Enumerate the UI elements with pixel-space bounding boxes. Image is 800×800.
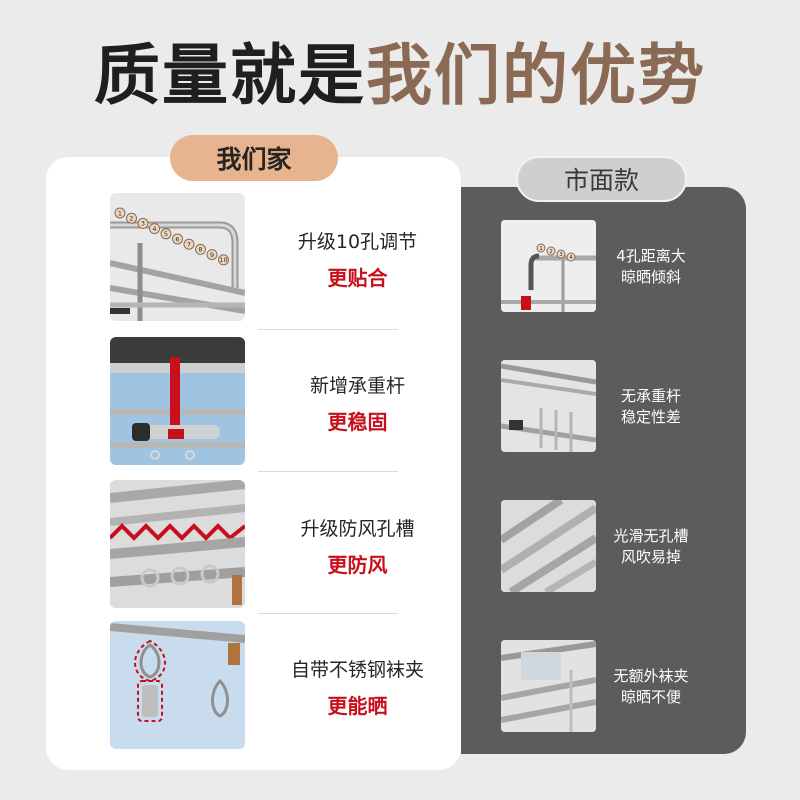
hole-tag bbox=[137, 217, 149, 229]
hole-number: 2 bbox=[549, 249, 552, 255]
ours-row-text: 升级10孔调节 更贴合 bbox=[255, 227, 460, 291]
market-row-text: 4孔距离大 晾晒倾斜 bbox=[605, 246, 697, 288]
hole-number: 4 bbox=[569, 255, 573, 261]
market-tab: 市面款 bbox=[516, 156, 687, 202]
benefit-label: 更稳固 bbox=[327, 410, 388, 434]
hole-number: 3 bbox=[559, 252, 562, 258]
drawback-label: 稳定性差 bbox=[620, 408, 681, 426]
divider bbox=[258, 329, 398, 330]
hole-tag bbox=[126, 212, 137, 224]
ours-row-text: 自带不锈钢袜夹 更能晒 bbox=[255, 655, 460, 719]
smooth-bar-image bbox=[501, 500, 596, 592]
hole-tag bbox=[149, 223, 160, 235]
hole-number: 10 bbox=[219, 256, 227, 264]
four-hole-rack-image: 1 2 3 4 bbox=[501, 220, 596, 312]
feature-label: 升级10孔调节 bbox=[297, 231, 418, 253]
hole-tag bbox=[556, 249, 566, 259]
hole-tag bbox=[218, 254, 229, 266]
drawback-label: 4孔距离大 bbox=[616, 247, 686, 265]
headline-part2: 我们的优势 bbox=[366, 37, 706, 114]
sock-clip-image bbox=[110, 621, 245, 749]
hole-number: 7 bbox=[187, 240, 191, 248]
no-sock-clip-image bbox=[501, 640, 596, 732]
drawback-label: 无额外袜夹 bbox=[613, 667, 689, 685]
feature-label: 新增承重杆 bbox=[309, 375, 405, 397]
hole-number: 4 bbox=[152, 225, 156, 233]
divider bbox=[258, 613, 398, 614]
hole-number: 2 bbox=[129, 214, 133, 222]
hole-tag bbox=[546, 246, 556, 256]
hole-number: 1 bbox=[539, 246, 542, 252]
hole-number: 9 bbox=[210, 251, 214, 259]
support-rod-image bbox=[110, 337, 245, 465]
feature-label: 自带不锈钢袜夹 bbox=[290, 659, 424, 681]
divider bbox=[258, 471, 398, 472]
windproof-groove-image bbox=[110, 480, 245, 608]
hole-tag bbox=[183, 238, 195, 250]
hole-tag bbox=[566, 252, 576, 262]
hole-tag bbox=[160, 228, 172, 240]
benefit-label: 更贴合 bbox=[327, 266, 388, 290]
market-row-text: 无承重杆 稳定性差 bbox=[605, 386, 697, 428]
drawback-label: 风吹易掉 bbox=[620, 548, 681, 566]
hole-number: 8 bbox=[198, 246, 202, 254]
benefit-label: 更能晒 bbox=[327, 694, 388, 718]
drawback-label: 晾晒倾斜 bbox=[620, 268, 681, 286]
benefit-label: 更防风 bbox=[327, 553, 388, 577]
hole-tag bbox=[114, 207, 126, 219]
ours-row-text: 新增承重杆 更稳固 bbox=[255, 371, 460, 435]
hole-tag bbox=[172, 233, 183, 245]
ours-row-text: 升级防风孔槽 更防风 bbox=[255, 514, 460, 578]
market-row-text: 无额外袜夹 晾晒不便 bbox=[605, 666, 697, 708]
no-support-rod-image bbox=[501, 360, 596, 452]
drawback-label: 无承重杆 bbox=[620, 387, 681, 405]
headline: 质量就是我们的优势 bbox=[0, 22, 800, 118]
drawback-label: 光滑无孔槽 bbox=[613, 527, 689, 545]
hole-number: 3 bbox=[141, 220, 145, 228]
hole-number: 1 bbox=[118, 209, 122, 217]
hole-tag bbox=[195, 243, 206, 255]
market-row-text: 光滑无孔槽 风吹易掉 bbox=[605, 526, 697, 568]
headline-part1: 质量就是 bbox=[94, 37, 366, 114]
hole-tag bbox=[536, 243, 546, 253]
feature-label: 升级防风孔槽 bbox=[300, 518, 415, 540]
ours-tab: 我们家 bbox=[170, 135, 338, 181]
hole-number: 5 bbox=[164, 230, 168, 238]
drawback-label: 晾晒不便 bbox=[620, 688, 681, 706]
hole-tag bbox=[206, 249, 218, 261]
hole-number: 6 bbox=[175, 235, 179, 243]
